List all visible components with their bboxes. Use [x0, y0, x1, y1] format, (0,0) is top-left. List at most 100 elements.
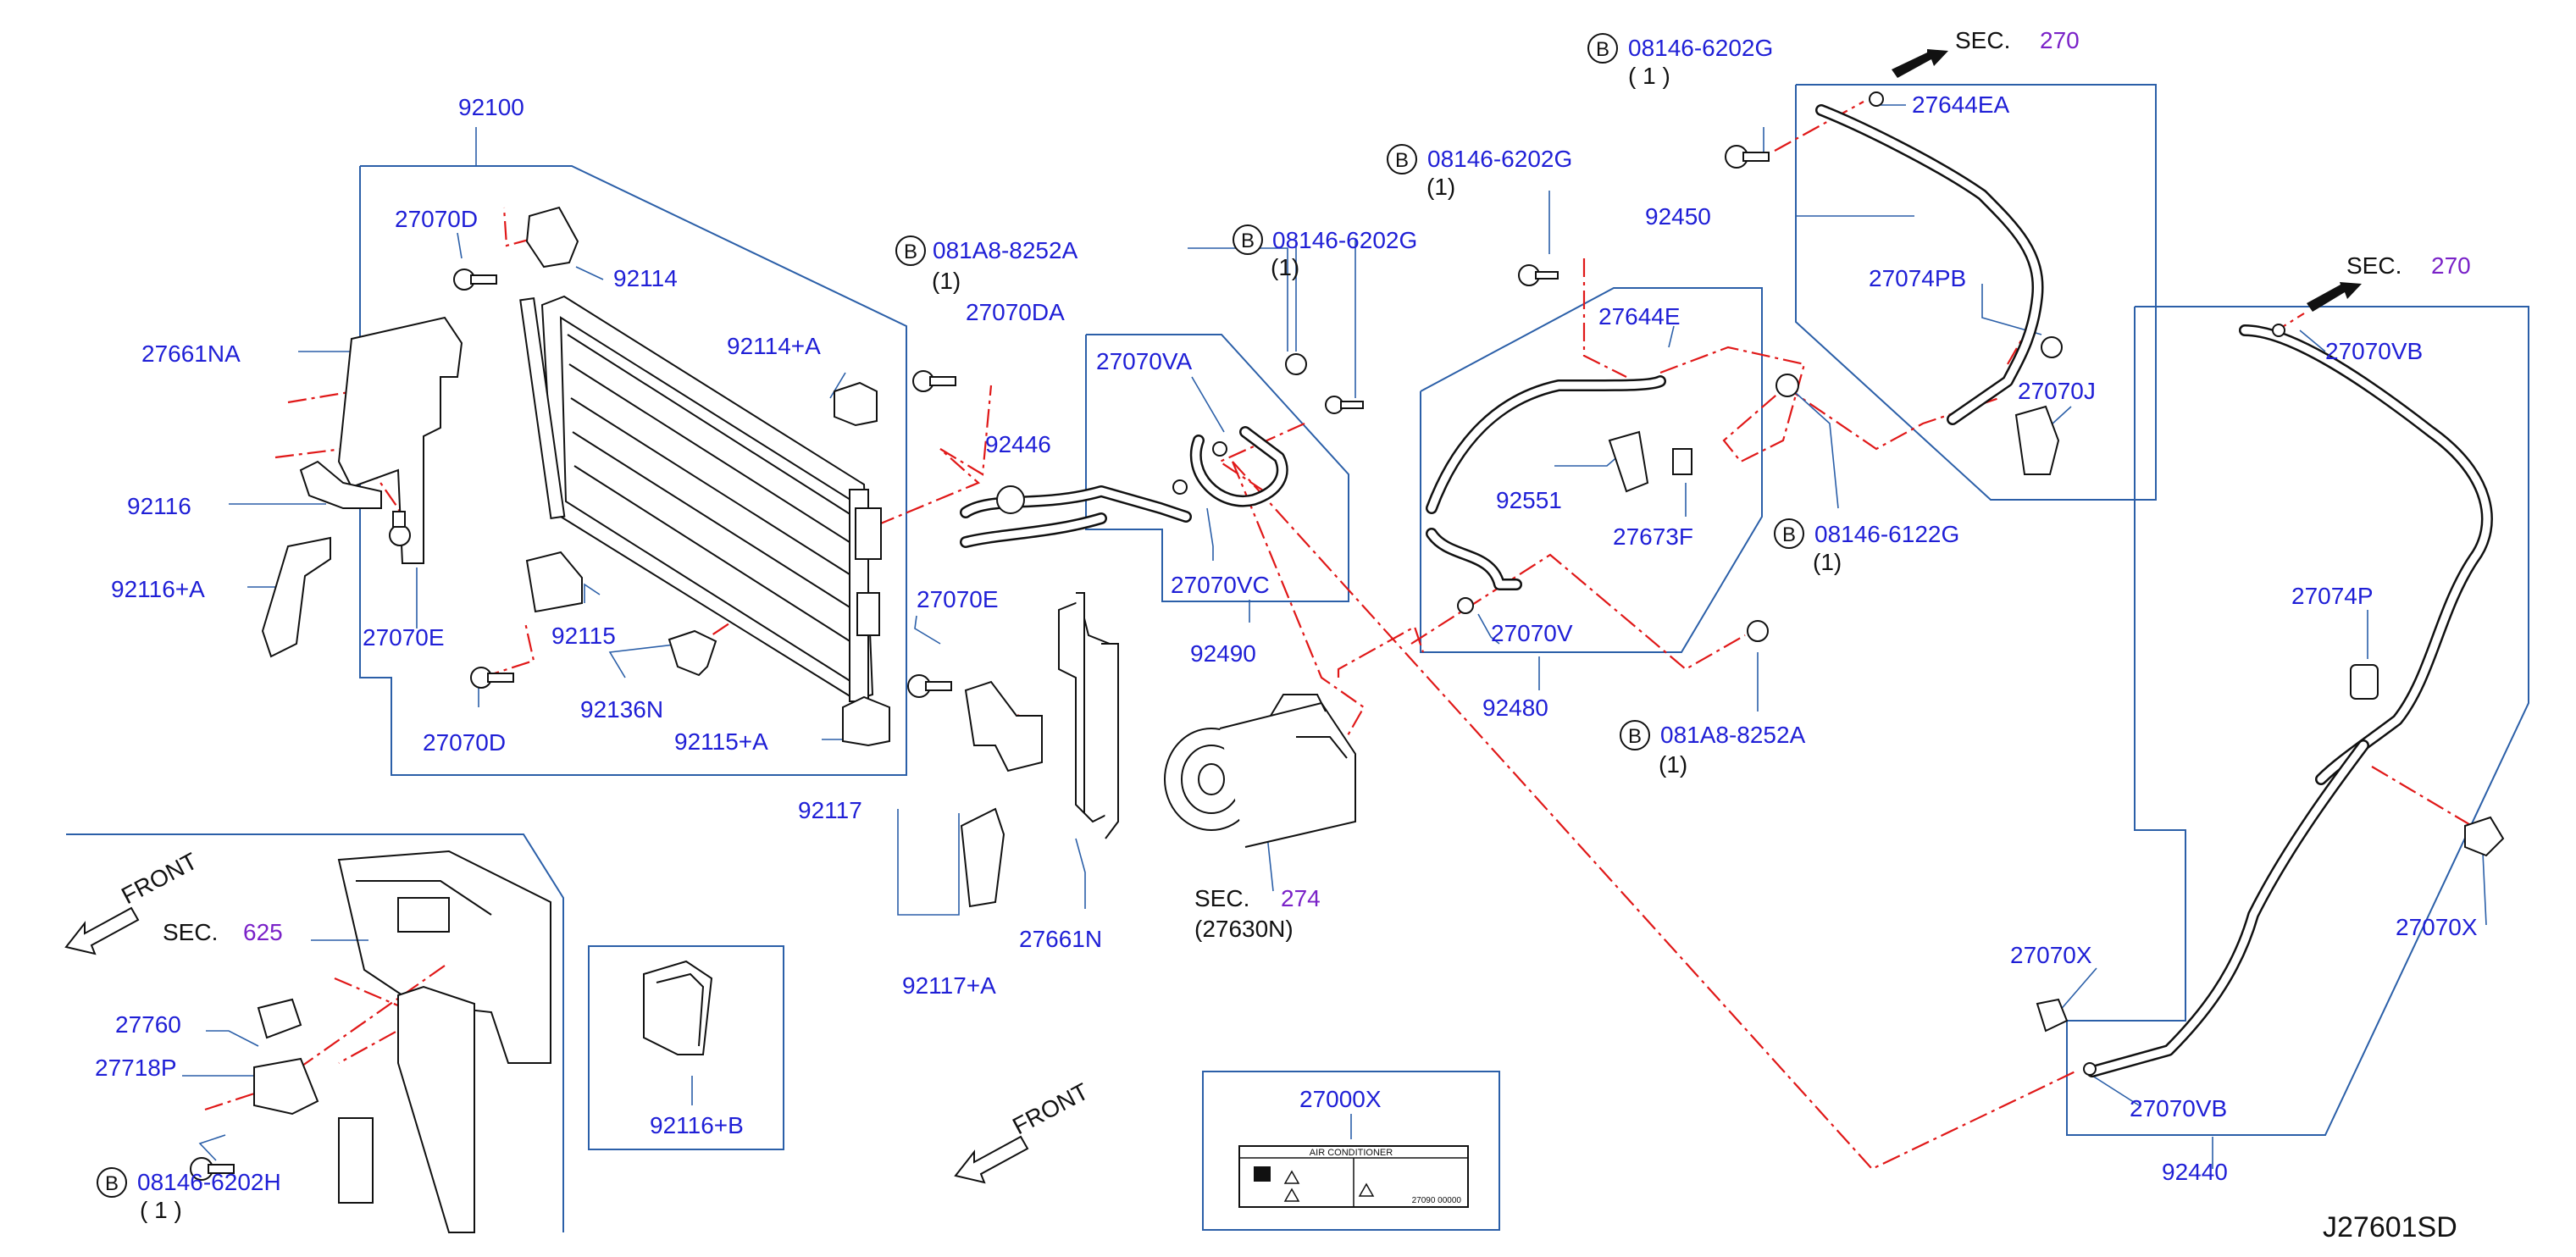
- label-081A8-8252A-a: 081A8-8252A: [933, 237, 1078, 263]
- label-92490: 92490: [1190, 640, 1256, 667]
- label-270-a: 270: [2040, 27, 2080, 53]
- bolt-callout-icon: B: [1387, 144, 1417, 174]
- bolt-callout-icon: B: [1587, 33, 1618, 64]
- front-detail-frame: [66, 833, 564, 1232]
- sec-270-a-prefix: SEC.: [1955, 27, 2010, 53]
- 92450-group-frame: [1795, 84, 2157, 501]
- label-92114: 92114: [613, 265, 678, 291]
- ac-label-title: AIR CONDITIONER: [1310, 1148, 1393, 1158]
- label-27070E-left: 27070E: [363, 624, 445, 651]
- label-92114A: 92114+A: [727, 333, 821, 359]
- label-92551: 92551: [1496, 487, 1562, 513]
- label-08146-6202H: 08146-6202H: [137, 1169, 281, 1195]
- label-27630N: (27630N): [1194, 916, 1294, 942]
- small-brackets-left: [261, 206, 890, 747]
- label-27070DA: 27070DA: [966, 299, 1065, 325]
- compressor: [1164, 694, 1356, 848]
- bolt-callout-icon: B: [97, 1167, 127, 1198]
- label-92450: 92450: [1645, 203, 1711, 230]
- 92480-group-frame: [1420, 287, 1763, 653]
- label-08146-6202G-d: 08146-6202G: [1628, 35, 1773, 61]
- label-27644E: 27644E: [1598, 303, 1681, 329]
- label-27070VC: 27070VC: [1171, 572, 1270, 598]
- 92440-group-frame: [2066, 306, 2529, 1136]
- svg-text:B: B: [1782, 523, 1796, 546]
- label-92115: 92115: [551, 623, 616, 649]
- diagram-code: J27601SD: [2323, 1211, 2457, 1243]
- svg-text:B: B: [1628, 725, 1642, 748]
- bolt-callouts: B B B B B B B: [97, 33, 1804, 1198]
- svg-text:B: B: [1596, 38, 1609, 61]
- bolt-callout-icon: B: [1233, 224, 1263, 255]
- sec-274-prefix: SEC.: [1194, 885, 1249, 911]
- label-274: 274: [1281, 885, 1321, 911]
- label-081A8-8252A-b: 081A8-8252A: [1660, 722, 1806, 748]
- part-labels: 92100 27070D 92114 27661NA 92116 92116+A…: [95, 27, 2478, 1243]
- svg-text:B: B: [1241, 230, 1255, 252]
- qty-08146-d: ( 1 ): [1628, 63, 1670, 89]
- ac-label-sticker: AIR CONDITIONER 27090 00000: [1238, 1145, 1469, 1208]
- bracket-92116B: [643, 960, 713, 1055]
- label-92116B: 92116+B: [650, 1112, 744, 1138]
- qty-081A8-b: (1): [1659, 751, 1687, 778]
- label-08146-6202G-c: 08146-6202G: [1427, 146, 1572, 172]
- label-92100: 92100: [458, 94, 524, 120]
- pipe-92446: [960, 485, 1192, 548]
- label-92136N: 92136N: [580, 696, 663, 723]
- label-27673F: 27673F: [1613, 523, 1693, 550]
- pipe-92480: [1426, 375, 1692, 614]
- label-625: 625: [243, 919, 283, 945]
- bolts: [190, 145, 1799, 1181]
- label-92480: 92480: [1482, 695, 1548, 721]
- 92490-group-frame: [1085, 334, 1349, 602]
- front-arrow-icon: [954, 1135, 1029, 1184]
- label-27070J: 27070J: [2018, 378, 2096, 404]
- label-27070D-top: 27070D: [395, 206, 478, 232]
- label-27070VB-bot: 27070VB: [2130, 1095, 2227, 1121]
- label-08146-6122G: 08146-6122G: [1814, 521, 1959, 547]
- group-outlines: [66, 84, 2529, 1232]
- qty-08146-c: (1): [1426, 174, 1455, 200]
- svg-text:B: B: [105, 1172, 119, 1195]
- label-92117: 92117: [798, 797, 862, 823]
- label-92116A: 92116+A: [111, 576, 205, 602]
- sec-270-b-prefix: SEC.: [2346, 252, 2401, 279]
- label-27718P: 27718P: [95, 1055, 177, 1081]
- label-27070VB-top: 27070VB: [2325, 338, 2423, 364]
- front-label: FRONT: [117, 848, 202, 910]
- ac-label-code: 27090 00000: [1412, 1196, 1462, 1205]
- shrouds-92117: [960, 592, 1119, 908]
- label-27074PB: 27074PB: [1869, 265, 1966, 291]
- label-92440: 92440: [2162, 1159, 2228, 1185]
- front-label: FRONT: [1008, 1078, 1093, 1140]
- label-270-b: 270: [2431, 252, 2471, 279]
- svg-text:B: B: [1395, 149, 1409, 172]
- bolt-callout-icon: B: [895, 235, 926, 266]
- condenser-group-frame: [359, 165, 907, 776]
- pipe-92490: [1172, 426, 1288, 507]
- label-92115A: 92115+A: [674, 728, 768, 755]
- label-27760: 27760: [115, 1011, 181, 1038]
- condenser: [519, 295, 882, 702]
- pipe-92440: [2036, 324, 2505, 1077]
- label-27070X-left: 27070X: [2010, 942, 2092, 968]
- sec-625-prefix: SEC.: [163, 919, 218, 945]
- label-27074P: 27074P: [2291, 583, 2374, 609]
- arrows: [64, 49, 2362, 1184]
- svg-text:B: B: [904, 241, 917, 263]
- label-92116: 92116: [127, 493, 191, 519]
- label-27661N: 27661N: [1019, 926, 1102, 952]
- label-27070X-right: 27070X: [2396, 914, 2478, 940]
- front-arrow-icon: [64, 906, 140, 955]
- qty-08146-b: (1): [1271, 254, 1299, 280]
- qty-08146-6122: (1): [1813, 549, 1842, 575]
- label-27070D-bot: 27070D: [423, 729, 506, 756]
- label-92117A: 92117+A: [902, 972, 996, 999]
- label-27000X: 27000X: [1299, 1086, 1382, 1112]
- qty-08146-h: ( 1 ): [140, 1197, 182, 1223]
- pipe-92450: [1815, 91, 2063, 475]
- bolt-callout-icon: B: [1620, 720, 1650, 750]
- label-08146-6202G-b: 08146-6202G: [1272, 227, 1417, 253]
- qty-081A8-a: (1): [932, 268, 961, 294]
- label-92446: 92446: [985, 431, 1051, 457]
